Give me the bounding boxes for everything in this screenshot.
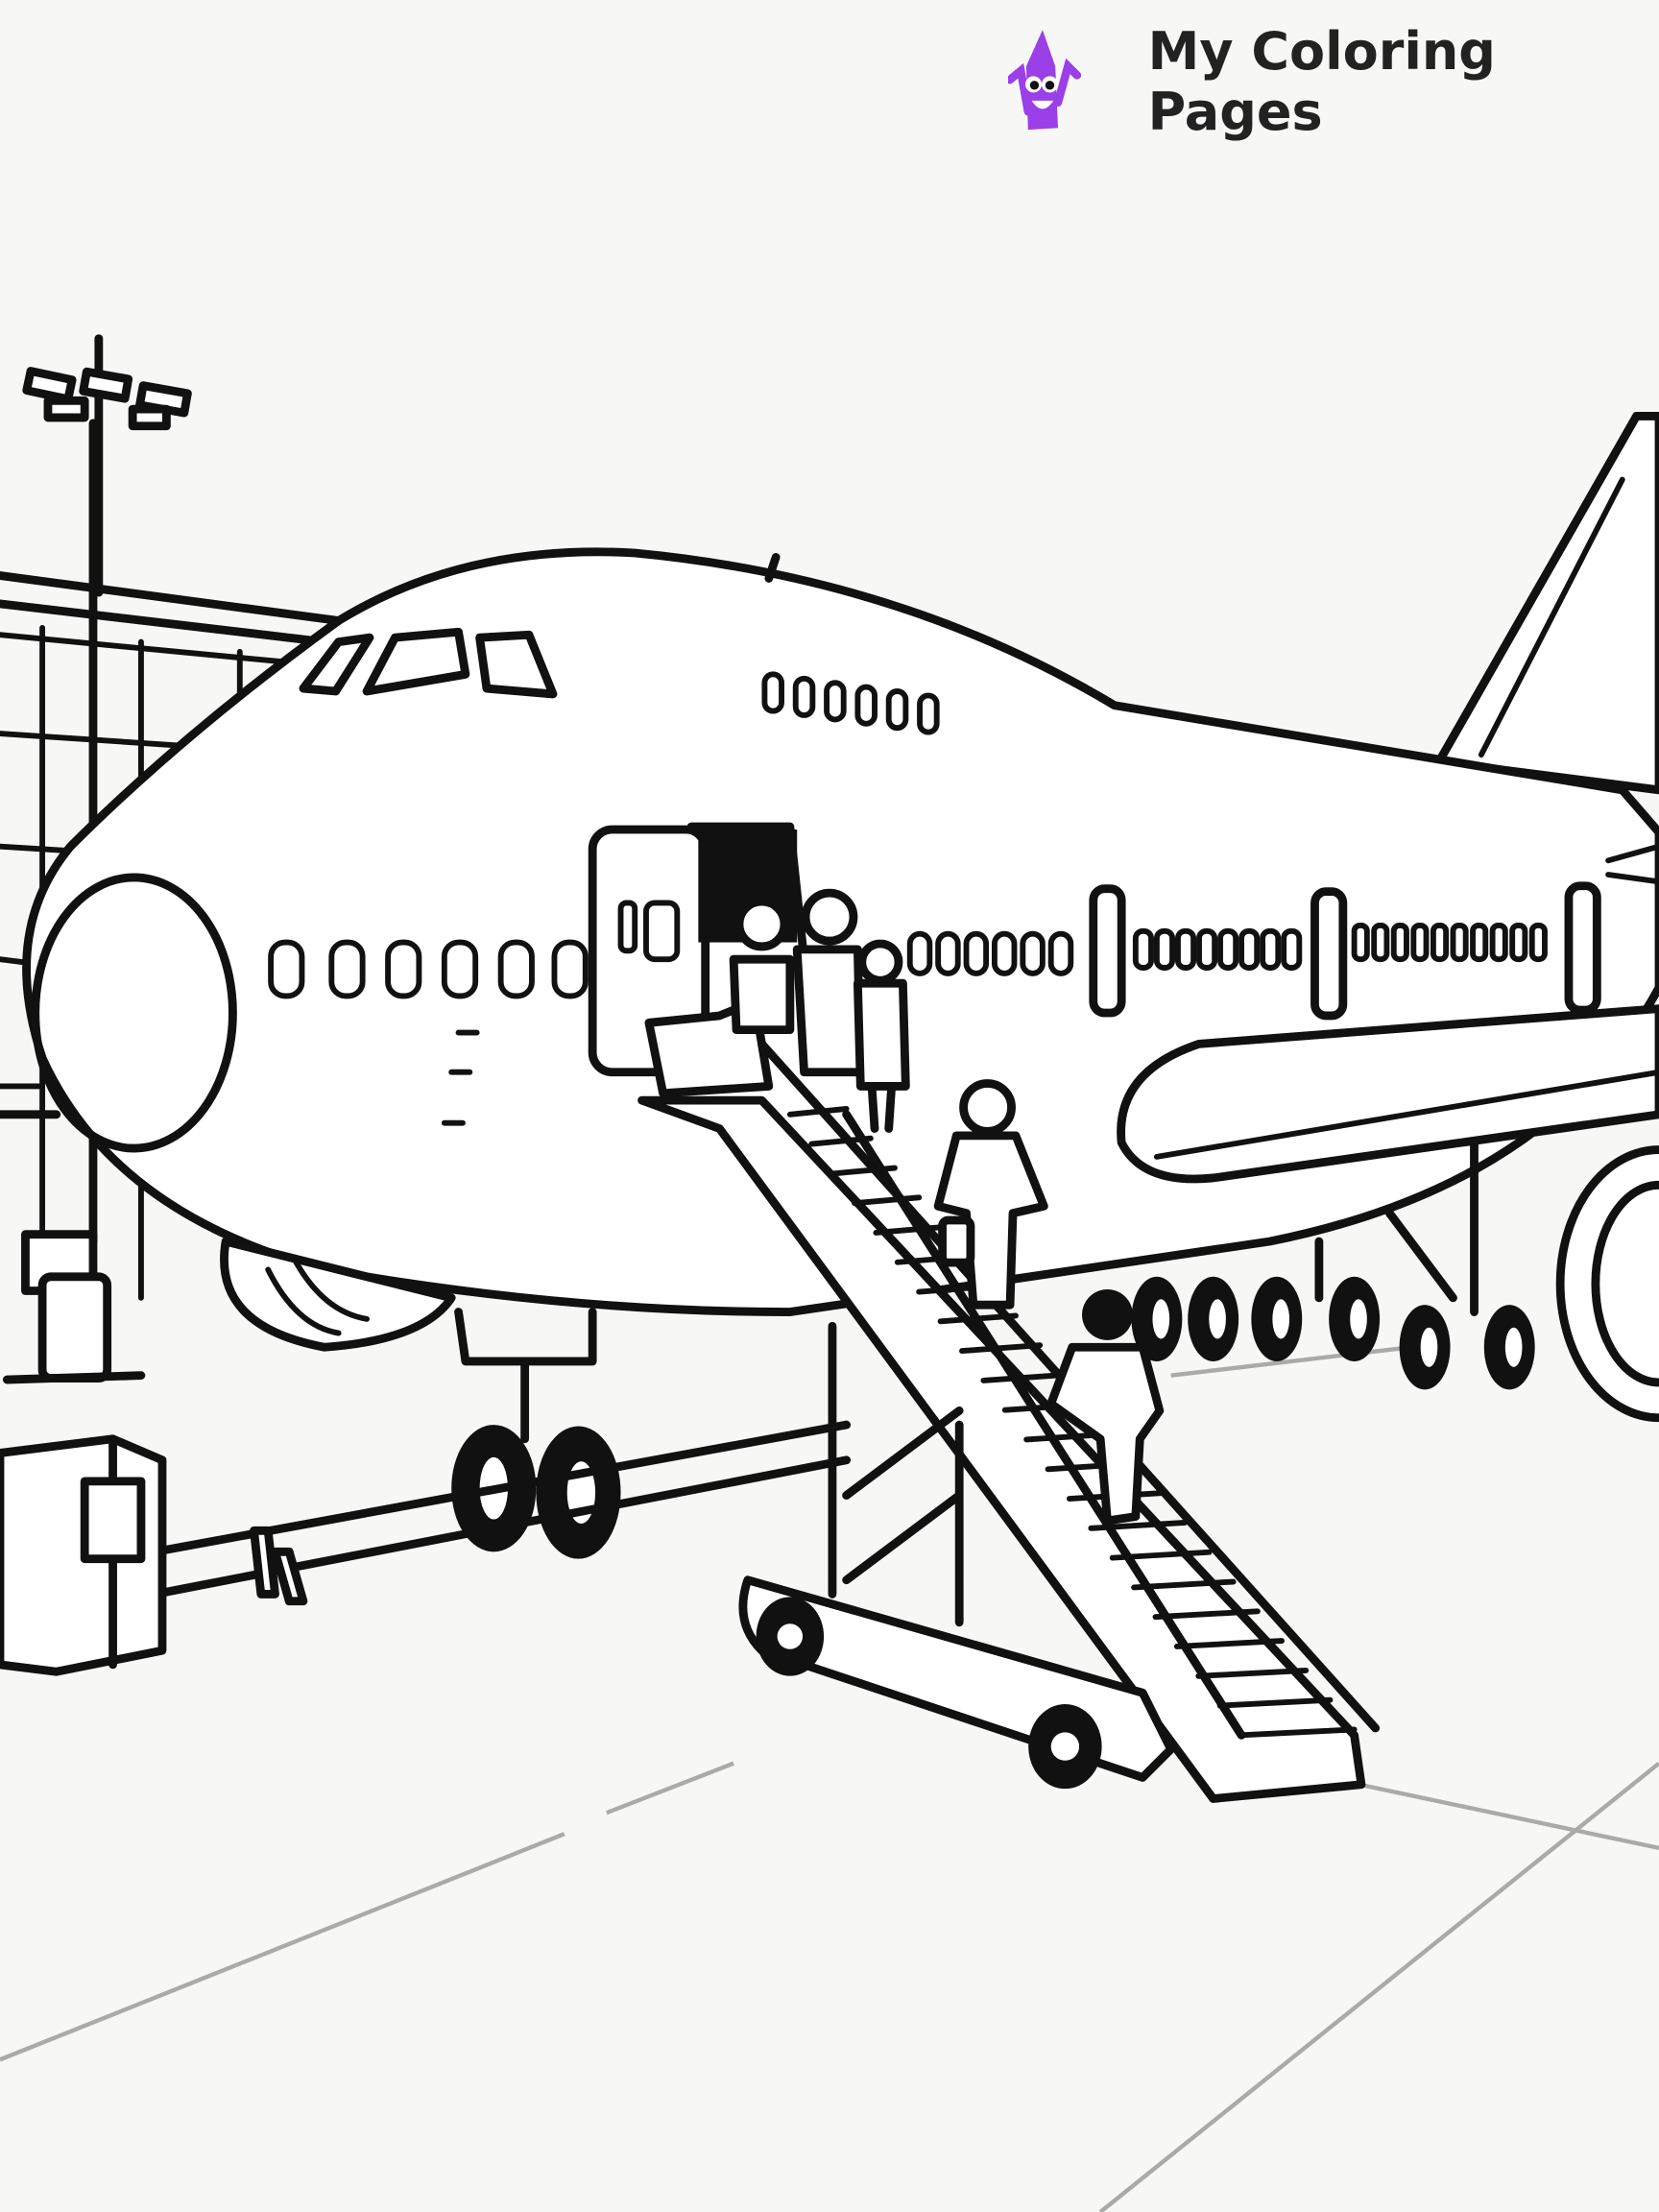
window <box>1260 927 1282 971</box>
stair-step <box>786 1106 850 1118</box>
stair-step <box>1173 1638 1285 1649</box>
window <box>1430 922 1450 963</box>
stair-step <box>873 1224 947 1236</box>
stair-step <box>808 1135 874 1147</box>
window <box>328 939 366 999</box>
window <box>551 939 589 999</box>
passenger <box>933 1079 1048 1310</box>
tarmac-lines <box>0 1345 1659 2212</box>
stair-step <box>1131 1578 1237 1591</box>
purple-crayon-mascot-icon <box>1008 29 1081 130</box>
wheel-hub <box>1152 1299 1170 1339</box>
passenger <box>792 888 865 1077</box>
window <box>1281 927 1303 971</box>
stair-step <box>1216 1696 1334 1709</box>
window <box>1509 922 1528 963</box>
window <box>268 939 305 999</box>
stair-step <box>980 1372 1068 1383</box>
stair-step <box>1152 1608 1261 1621</box>
window <box>1489 922 1508 963</box>
window <box>935 930 961 976</box>
window <box>963 930 990 976</box>
front-engine <box>220 1237 456 1352</box>
tail-fin <box>1434 412 1659 795</box>
window <box>1020 930 1046 976</box>
window <box>885 688 909 732</box>
stair-step <box>937 1312 1019 1325</box>
window <box>1175 927 1197 971</box>
window <box>1390 922 1409 963</box>
window <box>1351 922 1370 963</box>
door-outline <box>1089 884 1126 1018</box>
window <box>1047 930 1074 976</box>
window <box>1450 922 1469 963</box>
nose-cone <box>31 873 237 1153</box>
window <box>906 930 933 976</box>
right-engine <box>1555 1145 1659 1423</box>
window <box>1217 927 1239 971</box>
passenger <box>853 939 910 1133</box>
window <box>1132 927 1154 971</box>
window <box>385 939 422 999</box>
window <box>1470 922 1489 963</box>
window <box>1410 922 1430 963</box>
window <box>441 939 479 999</box>
stair-step <box>830 1165 898 1177</box>
window <box>497 939 535 999</box>
wing <box>1117 1004 1659 1184</box>
window <box>1153 927 1175 971</box>
window <box>917 692 940 735</box>
site-name: My Coloring Pages <box>1147 21 1496 142</box>
gear-strut <box>1314 1138 1479 1316</box>
stair-step <box>959 1342 1044 1355</box>
passengers <box>729 888 1165 1526</box>
window <box>991 930 1018 976</box>
window <box>792 675 816 718</box>
wheel-hub <box>1209 1299 1226 1339</box>
stair-step <box>1088 1520 1189 1531</box>
stair-step <box>1195 1667 1310 1679</box>
window <box>854 684 878 727</box>
window <box>1238 927 1261 971</box>
passenger <box>1046 1289 1165 1526</box>
stair-step <box>1109 1549 1213 1561</box>
wheel-hub <box>1504 1327 1523 1367</box>
baggage-cart <box>0 1420 852 1676</box>
passenger <box>729 897 795 1035</box>
wheel-hub <box>1350 1299 1367 1339</box>
door-outline <box>1564 881 1601 1015</box>
wheel-hub <box>1272 1299 1290 1339</box>
stair-step <box>1238 1726 1358 1739</box>
site-logo[interactable]: My Coloring Pages <box>1008 21 1659 142</box>
main-landing-gear <box>1131 1138 1535 1390</box>
window <box>1528 922 1548 963</box>
passenger-windows <box>268 671 1601 1021</box>
window <box>1371 922 1390 963</box>
door-outline <box>1310 887 1348 1021</box>
window <box>824 680 847 723</box>
cockpit-windows <box>299 627 558 699</box>
window <box>761 671 784 714</box>
wheel-hub <box>1420 1327 1438 1367</box>
window <box>1196 927 1218 971</box>
stair-step <box>852 1194 923 1207</box>
